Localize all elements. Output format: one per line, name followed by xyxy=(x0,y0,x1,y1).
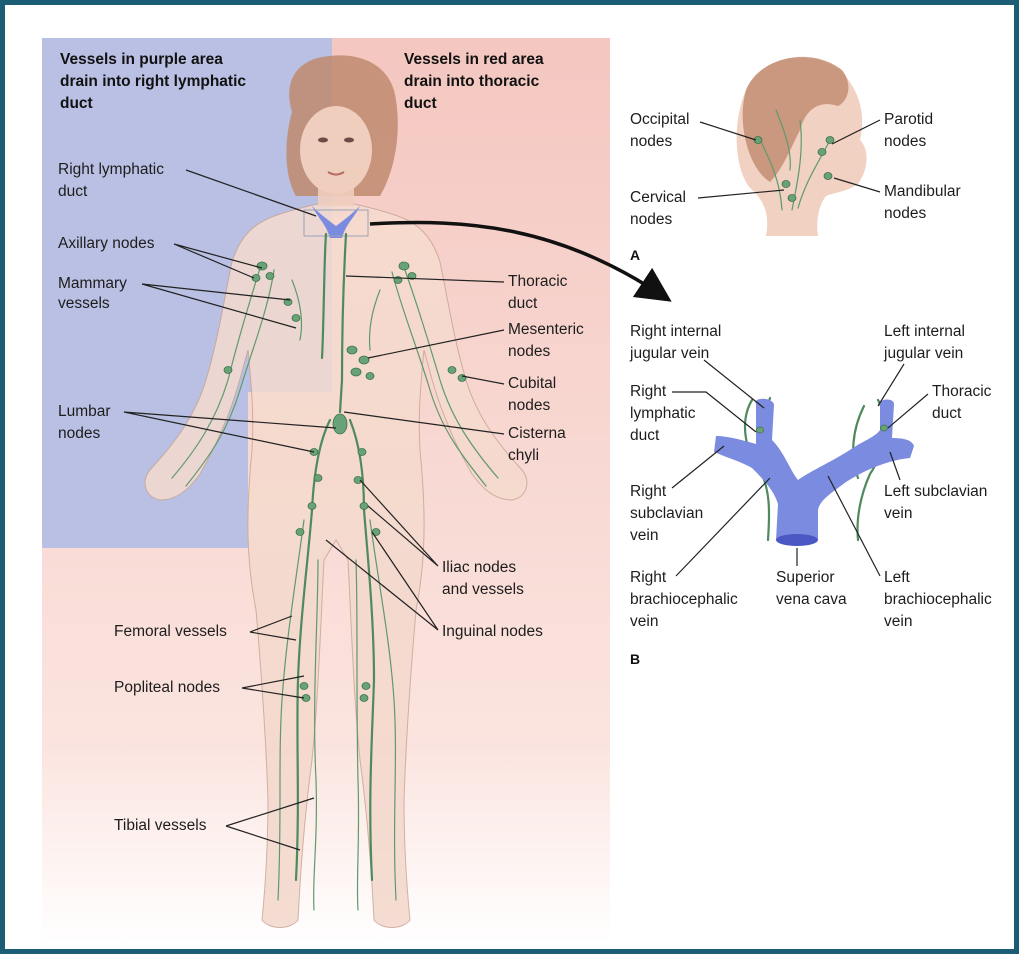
left-internal-jugular-label: Left internal jugular vein xyxy=(883,323,969,362)
right-brachiocephalic-leader xyxy=(675,477,771,577)
purple-drainage-area xyxy=(42,38,332,548)
parotid-nodes-label: Parotid nodes xyxy=(884,111,937,150)
tibial-vessels-label: Tibial vessels xyxy=(114,817,207,834)
detail-arrow xyxy=(369,220,672,302)
right-lymphatic-duct-b-label: Right lymphatic duct xyxy=(630,383,700,444)
panel-a-letter: A xyxy=(630,247,640,263)
popliteal-nodes-leader xyxy=(241,675,305,699)
right-lymphatic-duct-b-leader xyxy=(672,391,757,433)
left-brachiocephalic-leader xyxy=(827,475,881,577)
lumbar-nodes-leader xyxy=(123,411,337,453)
panel-b-veins xyxy=(714,398,914,540)
right-internal-jugular-leader xyxy=(703,359,765,409)
thoracic-duct-b-leader xyxy=(887,393,929,429)
left-internal-jugular-leader xyxy=(877,363,905,407)
thoracic-duct-leader xyxy=(345,275,505,283)
mandibular-nodes-leader xyxy=(833,177,881,193)
iliac-nodes-leader xyxy=(359,479,439,567)
left-brachiocephalic-label: Left brachiocephalic vein xyxy=(884,569,996,630)
thoracic-duct-label: Thoracic duct xyxy=(508,273,572,312)
face xyxy=(300,106,372,194)
panel-a: Occipital nodes Cervical nodes Parotid n… xyxy=(630,56,965,263)
lumbar-nodes-label: Lumbar nodes xyxy=(58,403,115,442)
body-silhouette xyxy=(144,199,528,928)
axillary-nodes-label: Axillary nodes xyxy=(58,235,155,252)
mammary-vessels-leader xyxy=(141,283,297,329)
cisterna-chyli-leader xyxy=(343,411,505,435)
mesenteric-nodes-label: Mesenteric nodes xyxy=(508,321,588,360)
panel-a-hair xyxy=(742,56,849,182)
right-lymphatic-duct-leader xyxy=(185,169,317,217)
occipital-nodes-leader xyxy=(699,121,757,141)
femoral-vessels-leader xyxy=(249,615,297,641)
femoral-vessels-label: Femoral vessels xyxy=(114,623,227,640)
inguinal-nodes-leader xyxy=(325,531,439,631)
lymphatic-diagram: Vessels in purple area drain into right … xyxy=(42,38,996,944)
right-brachiocephalic-label: Right brachiocephalic vein xyxy=(630,569,742,630)
axillary-nodes-leader xyxy=(173,243,263,279)
cubital-nodes-label: Cubital nodes xyxy=(508,375,561,414)
right-internal-jugular-label: Right internal jugular vein xyxy=(629,323,726,362)
right-subclavian-leader xyxy=(671,445,725,489)
popliteal-nodes-label: Popliteal nodes xyxy=(114,679,220,696)
parotid-nodes-leader xyxy=(831,119,881,145)
mesenteric-nodes-leader xyxy=(367,329,505,359)
superior-vena-cava-label: Superior vena cava xyxy=(776,569,847,608)
right-lymphatic-duct-label: Right lymphatic duct xyxy=(58,161,168,200)
iliac-nodes-label: Iliac nodes and vessels xyxy=(442,559,524,598)
thoracic-duct-b-label: Thoracic duct xyxy=(932,383,996,422)
occipital-nodes-label: Occipital nodes xyxy=(630,111,694,150)
mandibular-nodes-label: Mandibular nodes xyxy=(884,183,965,222)
cervical-nodes-leader xyxy=(697,189,785,199)
left-subclavian-label: Left subclavian vein xyxy=(884,483,992,522)
inguinal-nodes-label: Inguinal nodes xyxy=(442,623,543,640)
lymph-vessels xyxy=(171,232,499,911)
cervical-nodes-label: Cervical nodes xyxy=(630,189,690,228)
right-subclavian-label: Right subclavian vein xyxy=(630,483,708,544)
red-area-header: Vessels in red area drain into thoracic … xyxy=(404,51,548,112)
neck-veins xyxy=(312,206,360,238)
neck-detail-box xyxy=(303,209,369,237)
vena-cava-opening xyxy=(776,534,818,546)
panel-b: Right internal jugular vein Right lympha… xyxy=(629,323,996,667)
head xyxy=(286,55,398,206)
cubital-nodes-leader xyxy=(461,375,505,385)
cisterna-chyli-label: Cisterna chyli xyxy=(508,425,570,464)
mammary-vessels-label: Mammary vessels xyxy=(58,275,131,312)
left-subclavian-leader xyxy=(889,451,901,481)
panel-b-letter: B xyxy=(630,651,640,667)
tibial-vessels-leader xyxy=(225,797,315,851)
purple-area-header: Vessels in purple area drain into right … xyxy=(60,51,250,112)
